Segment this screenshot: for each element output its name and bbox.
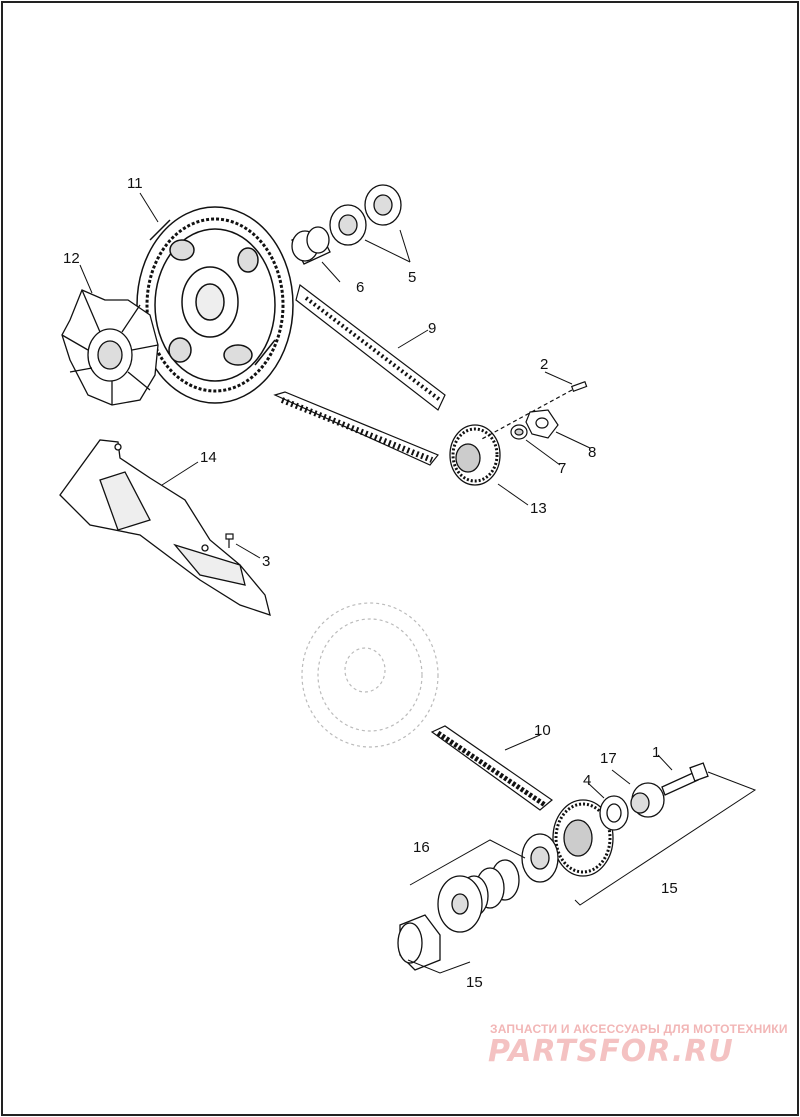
callout-8: 8 xyxy=(588,444,596,461)
damper-part xyxy=(61,289,159,406)
splined-hub-part xyxy=(397,914,441,971)
spring-washers-part xyxy=(437,859,520,933)
watermark-tagline: ЗАПЧАСТИ И АКСЕССУАРЫ ДЛЯ МОТОТЕХНИКИ xyxy=(490,1022,788,1036)
front-pulley-part xyxy=(449,424,501,486)
bushing-part xyxy=(630,782,665,818)
callout-15-upper: 15 xyxy=(661,880,678,897)
lock-plate-part xyxy=(525,409,559,439)
callout-15-lower: 15 xyxy=(466,974,483,991)
callout-4: 4 xyxy=(583,772,591,789)
leader-lines xyxy=(79,192,757,974)
callout-3: 3 xyxy=(262,553,270,570)
belt-upper-part xyxy=(295,283,446,411)
sprocket-part xyxy=(521,799,614,883)
nut-part xyxy=(510,424,528,440)
callout-13: 13 xyxy=(530,500,547,517)
bearings-part xyxy=(329,184,402,246)
callout-10: 10 xyxy=(534,722,551,739)
screw-part xyxy=(479,380,588,441)
callout-14: 14 xyxy=(200,449,217,466)
screw-3-part xyxy=(225,533,234,548)
spacer-part xyxy=(291,226,331,265)
callout-12: 12 xyxy=(63,250,80,267)
callout-7: 7 xyxy=(558,460,566,477)
callout-17: 17 xyxy=(600,750,617,767)
callout-1: 1 xyxy=(652,744,660,761)
callout-2: 2 xyxy=(540,356,548,373)
callout-5: 5 xyxy=(408,269,416,286)
bolt-part xyxy=(661,762,709,796)
ghost-pulley xyxy=(301,602,439,748)
callout-11: 11 xyxy=(127,175,143,192)
callout-6: 6 xyxy=(356,279,364,296)
callout-9: 9 xyxy=(428,320,436,337)
watermark-logo: PARTSFOR.RU xyxy=(488,1034,734,1069)
rear-pulley-part xyxy=(136,206,294,404)
belt-guard-part xyxy=(59,439,271,616)
callout-16: 16 xyxy=(413,839,430,856)
washer-part xyxy=(599,795,629,831)
belt-lower-part xyxy=(273,391,439,466)
chain-part xyxy=(430,725,553,811)
